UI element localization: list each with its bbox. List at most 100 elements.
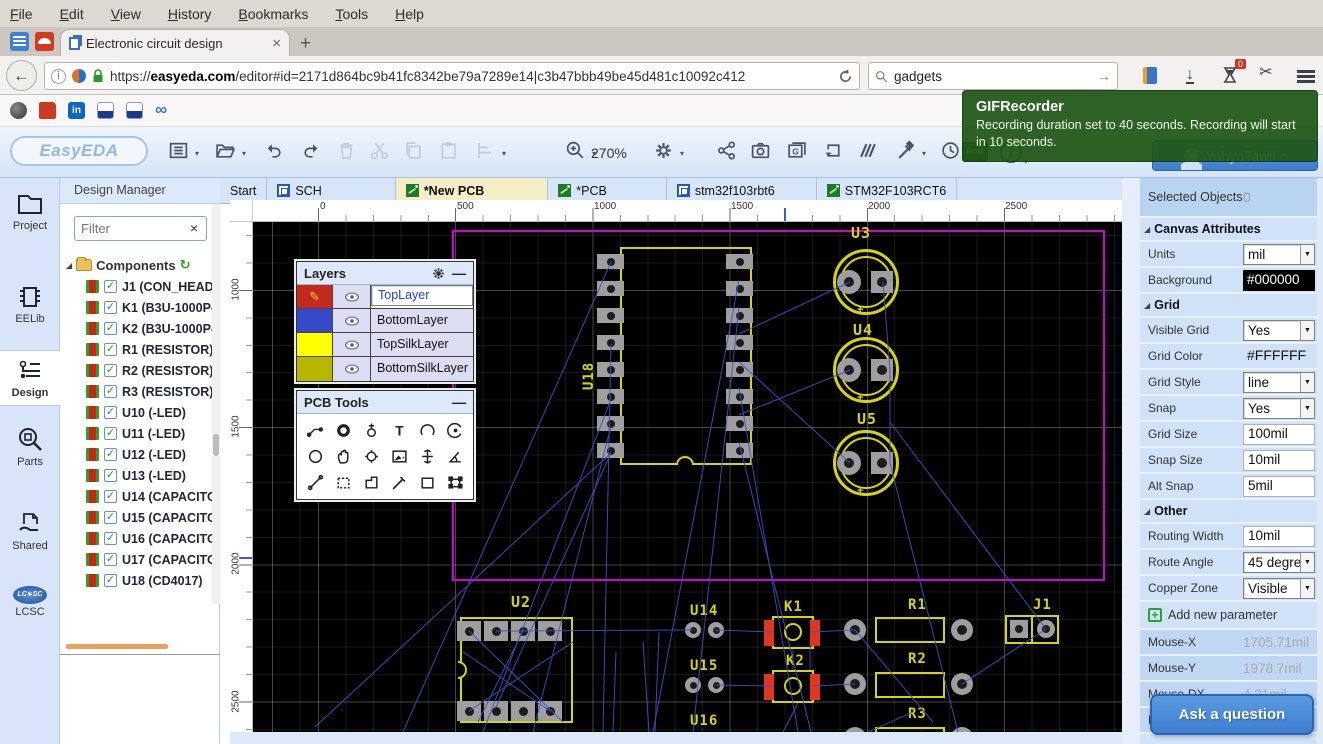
silk-label-r1[interactable]: R1 [908, 597, 927, 613]
canvas-horizontal-scrollbar[interactable] [230, 732, 1122, 744]
silk-label-u18[interactable]: U18 [581, 362, 597, 390]
section-other[interactable]: Other [1140, 500, 1323, 524]
component-item[interactable]: U17 (CAPACITOR [66, 549, 216, 570]
sidebar-item-lcsc[interactable]: LCSC [0, 586, 60, 618]
silk-label-k1[interactable]: K1 [784, 599, 803, 615]
component-item[interactable]: R2 (RESISTOR) [66, 360, 216, 381]
eye-icon[interactable] [333, 285, 371, 308]
eye-icon[interactable] [333, 357, 371, 381]
measure-icon[interactable] [301, 469, 329, 495]
reading-list-icon[interactable] [10, 32, 29, 51]
slideshare-bookmark-icon[interactable] [97, 102, 114, 119]
horizontal-scrollbar-thumb[interactable] [66, 644, 168, 649]
checkbox[interactable] [104, 469, 117, 482]
silk-label-u14[interactable]: U14 [690, 603, 718, 619]
component-item[interactable]: U10 (-LED) [66, 402, 216, 423]
eye-icon[interactable] [333, 333, 371, 356]
chevron-down-icon[interactable] [1300, 245, 1314, 264]
snap-select[interactable]: Yes [1243, 398, 1315, 419]
component-item[interactable]: U18 (CD4017) [66, 570, 216, 591]
menu-help[interactable]: Help [395, 6, 424, 22]
browser-tab[interactable]: Electronic circuit design × [60, 29, 290, 56]
components-root-node[interactable]: Components [66, 254, 216, 276]
layer-row-topsilk[interactable]: TopSilkLayer [297, 333, 473, 357]
component-item[interactable]: U11 (-LED) [66, 423, 216, 444]
component-item[interactable]: K2 (B3U-1000P-2 [66, 318, 216, 339]
document-menu-icon[interactable] [165, 140, 191, 166]
arc-icon[interactable] [413, 417, 441, 443]
silk-label-u5[interactable]: U5 [857, 410, 877, 428]
u18-left-pads[interactable] [597, 254, 624, 458]
layers-panel-header[interactable]: Layers [297, 262, 473, 285]
filter-input[interactable] [74, 216, 207, 241]
checkbox[interactable] [104, 406, 117, 419]
menu-view[interactable]: View [111, 6, 141, 22]
chevron-down-icon[interactable] [1300, 321, 1314, 340]
checkbox[interactable] [104, 385, 117, 398]
ask-question-button[interactable]: Ask a question [1150, 694, 1314, 735]
checkbox[interactable] [104, 301, 117, 314]
sidebar-item-parts[interactable]: Parts [0, 426, 60, 468]
grid-style-select[interactable]: line [1243, 372, 1315, 393]
silk-label-r3[interactable]: R3 [908, 706, 927, 722]
rotate-icon[interactable] [820, 140, 846, 166]
circle-icon[interactable] [301, 443, 329, 469]
copper-zone-select[interactable]: Visible [1243, 578, 1315, 599]
checkbox[interactable] [104, 490, 117, 503]
menu-history[interactable]: History [168, 6, 212, 22]
layers-settings-gear-icon[interactable] [431, 266, 446, 281]
history-clock-icon[interactable] [937, 140, 963, 166]
gif-export-icon[interactable]: G [783, 140, 809, 166]
solid-region-icon[interactable] [357, 469, 385, 495]
chevron-down-icon[interactable] [1300, 579, 1314, 598]
sidebar-item-project[interactable]: Project [0, 190, 60, 232]
expander-icon[interactable] [66, 261, 72, 270]
chevron-down-icon[interactable] [1300, 553, 1314, 572]
checkbox[interactable] [104, 448, 117, 461]
downloads-icon[interactable]: ↓ [1176, 62, 1204, 90]
silk-label-u16[interactable]: U16 [690, 713, 718, 729]
text-icon[interactable]: T [385, 417, 413, 443]
image-icon[interactable] [385, 443, 413, 469]
rect-icon[interactable] [413, 469, 441, 495]
checkbox[interactable] [104, 364, 117, 377]
bookmarks-icon[interactable] [1136, 62, 1164, 90]
alt-snap-input[interactable]: 5mil [1243, 476, 1315, 497]
component-r2[interactable] [875, 672, 945, 698]
silk-label-j1[interactable]: J1 [1033, 597, 1052, 613]
chevron-down-icon[interactable] [1300, 399, 1314, 418]
hamburger-menu-icon[interactable] [1292, 62, 1320, 90]
layer-row-bottom[interactable]: BottomLayer [297, 309, 473, 333]
silk-label-r2[interactable]: R2 [908, 651, 927, 667]
unroute-icon[interactable] [855, 140, 881, 166]
settings-gear-icon[interactable] [650, 140, 676, 166]
undo-icon[interactable] [260, 140, 286, 166]
eye-icon[interactable] [333, 309, 371, 332]
refresh-icon[interactable] [180, 257, 191, 273]
checkbox[interactable] [104, 511, 117, 524]
checkbox[interactable] [104, 280, 117, 293]
checkbox[interactable] [104, 322, 117, 335]
component-item[interactable]: U13 (-LED) [66, 465, 216, 486]
u2-top-pads[interactable] [457, 621, 562, 641]
layer-row-bottomsilk[interactable]: BottomSilkLayer [297, 357, 473, 381]
pcb-tools-header[interactable]: PCB Tools [297, 391, 473, 414]
back-button[interactable]: ← [6, 60, 37, 91]
recorder-addon-icon[interactable] [35, 32, 54, 51]
protractor-icon[interactable] [441, 443, 469, 469]
search-bar[interactable]: → [868, 62, 1118, 90]
component-item[interactable]: R1 (RESISTOR) [66, 339, 216, 360]
checkbox[interactable] [104, 343, 117, 356]
inspector-scrollbar[interactable] [1317, 178, 1323, 744]
infinity-bookmark-icon[interactable] [155, 102, 167, 119]
slideshare-bookmark-icon[interactable] [126, 102, 143, 119]
url-bar[interactable]: https://easyeda.com/editor#id=2171d864bc… [44, 62, 860, 90]
snapshot-camera-icon[interactable] [747, 140, 773, 166]
linkedin-bookmark-icon[interactable] [68, 102, 85, 119]
section-canvas-attributes[interactable]: Canvas Attributes [1140, 218, 1323, 242]
checkbox[interactable] [104, 553, 117, 566]
filter-clear-icon[interactable]: × [190, 220, 198, 236]
dimension-icon[interactable] [413, 443, 441, 469]
menu-bookmarks[interactable]: Bookmarks [238, 6, 308, 22]
minimize-icon[interactable] [452, 397, 466, 407]
